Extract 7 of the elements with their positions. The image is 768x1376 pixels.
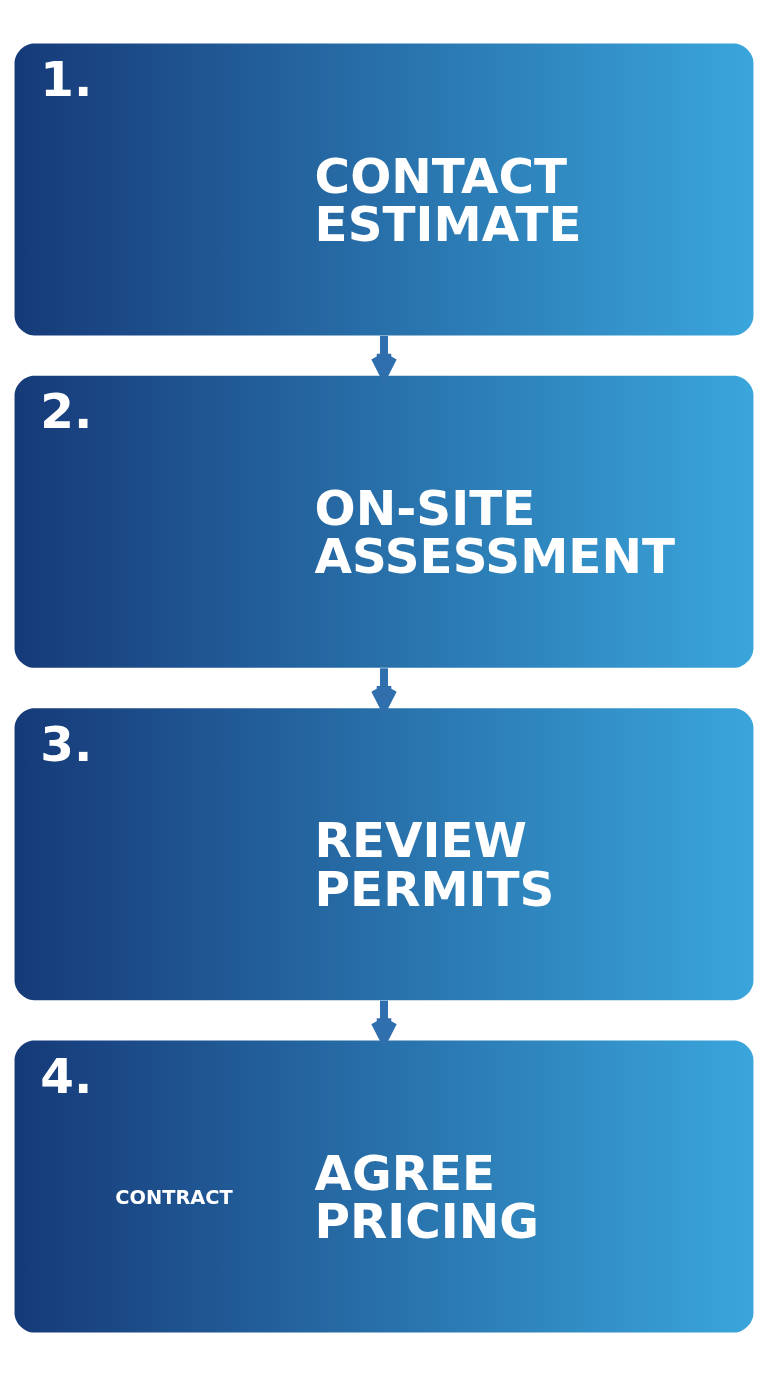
- node-box: 2. ON-SITE ASSESSMENT: [14, 375, 754, 668]
- arrow: [370, 668, 398, 713]
- node-box: 1. CONTACT ESTIMATE: [14, 43, 754, 336]
- node-box: 4. CONTRACT AGREE PRICING: [14, 1040, 754, 1333]
- node-box: 3. REVIEW PERMITS: [14, 708, 754, 1001]
- arrow: [370, 335, 398, 380]
- arrow: [370, 1000, 398, 1045]
